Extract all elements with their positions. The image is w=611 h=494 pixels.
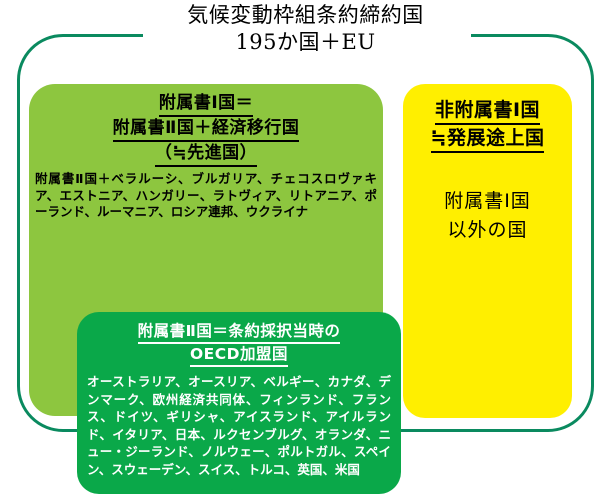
page-title: 気候変動枠組条約締約国 195か国＋EU — [0, 2, 611, 56]
non-annex-1-heading: 非附属書Ⅰ国 ≒発展途上国 — [403, 97, 572, 153]
annex-1-country-list: 附属書Ⅱ国＋ベラルーシ、ブルガリア、チェコスロヴァキア、エストニア、ハンガリー、… — [35, 171, 377, 219]
annex-1-heading-line-1: 附属書Ⅰ国＝ — [158, 92, 254, 117]
annex-1-group-box: 附属書Ⅰ国＝ 附属書Ⅱ国＋経済移行国 （≒先進国） 附属書Ⅱ国＋ベラルーシ、ブル… — [29, 84, 401, 494]
non-annex-1-heading-line-1: 非附属書Ⅰ国 — [434, 97, 541, 125]
annex-1-heading-line-2: 附属書Ⅱ国＋経済移行国 — [112, 117, 300, 142]
non-annex-1-heading-line-2: ≒発展途上国 — [430, 125, 545, 153]
annex-2-heading-line-1: 附属書Ⅱ国＝条約採択当時の — [137, 321, 341, 344]
annex-2-heading: 附属書Ⅱ国＝条約採択当時の OECD加盟国 — [77, 321, 401, 367]
page-title-line-1: 気候変動枠組条約締約国 — [187, 3, 424, 27]
title-frame-notch — [143, 24, 471, 48]
non-annex-1-description-line-2: 以外の国 — [447, 219, 528, 241]
annex-2-country-list: オーストラリア、オースリア、ベルギー、カナダ、デンマーク、欧州経済共同体、フィン… — [87, 374, 391, 477]
page-title-line-2: 195か国＋EU — [235, 30, 376, 54]
annex-1-heading: 附属書Ⅰ国＝ 附属書Ⅱ国＋経済移行国 （≒先進国） — [29, 92, 383, 167]
non-annex-1-group-box: 非附属書Ⅰ国 ≒発展途上国 附属書Ⅰ国 以外の国 — [403, 84, 572, 418]
annex-1-heading-line-3: （≒先進国） — [154, 142, 258, 167]
non-annex-1-description: 附属書Ⅰ国 以外の国 — [403, 187, 572, 245]
annex-2-heading-line-2: OECD加盟国 — [189, 344, 288, 367]
annex-2-group-box: 附属書Ⅱ国＝条約採択当時の OECD加盟国 オーストラリア、オースリア、ベルギー… — [77, 312, 401, 494]
non-annex-1-description-line-1: 附属書Ⅰ国 — [444, 190, 531, 212]
